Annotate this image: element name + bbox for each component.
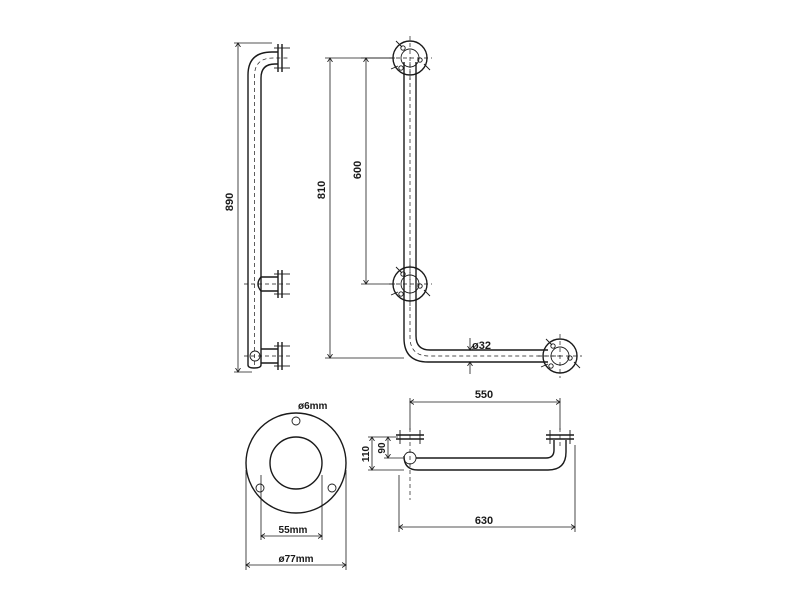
hole-diameter-label: ø6mm bbox=[298, 401, 328, 412]
rosette-detail bbox=[246, 412, 346, 570]
dim-600-label: 600 bbox=[352, 161, 364, 179]
side-view bbox=[234, 43, 292, 372]
dim-630-label: 630 bbox=[475, 515, 493, 527]
dim-550-label: 550 bbox=[475, 389, 493, 401]
dim-890-label: 890 bbox=[224, 193, 236, 211]
dim-90-label: 90 bbox=[377, 442, 388, 454]
dim-110-label: 110 bbox=[361, 445, 372, 462]
dim-diameter-32-label: ø32 bbox=[472, 340, 491, 352]
front-view bbox=[325, 36, 582, 378]
dim-810-label: 810 bbox=[316, 181, 328, 199]
outer-diameter-label: ø77mm bbox=[278, 554, 313, 565]
inner-diameter-label: 55mm bbox=[279, 525, 308, 536]
top-view bbox=[368, 398, 575, 532]
